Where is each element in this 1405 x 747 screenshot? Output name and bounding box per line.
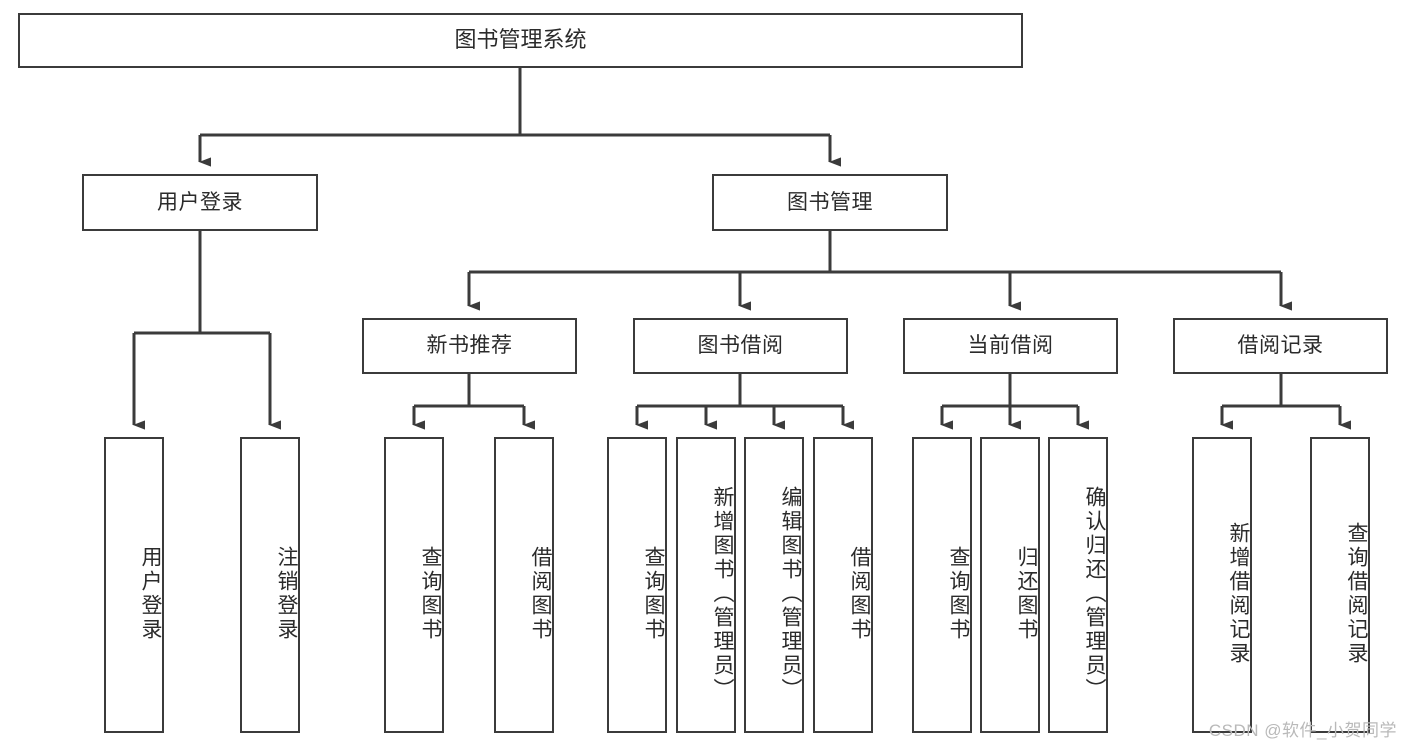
node-root-system[interactable]: 图书管理系统 [18, 13, 1023, 68]
node-label: 用户登录 [157, 190, 243, 214]
node-label: 编辑图书（管理员） [779, 486, 802, 702]
node-label: 归还图书 [1015, 546, 1038, 642]
node-label: 图书管理系统 [454, 27, 587, 53]
leaf-borrow-borrow-book[interactable]: 借阅图书 [813, 437, 873, 733]
node-label: 借阅记录 [1237, 334, 1324, 358]
leaf-borrow-edit-book-admin[interactable]: 编辑图书（管理员） [744, 437, 804, 733]
node-label: 新增借阅记录 [1227, 522, 1250, 666]
node-label: 借阅图书 [848, 546, 871, 642]
node-label: 借阅图书 [529, 546, 552, 642]
leaf-current-return-book[interactable]: 归还图书 [980, 437, 1040, 733]
node-book-management[interactable]: 图书管理 [712, 174, 948, 231]
leaf-borrow-query-book[interactable]: 查询图书 [607, 437, 667, 733]
node-label: 查询图书 [419, 546, 442, 642]
leaf-user-login[interactable]: 用户登录 [104, 437, 164, 733]
leaf-current-query-book[interactable]: 查询图书 [912, 437, 972, 733]
node-label: 图书管理 [787, 190, 873, 214]
leaf-borrow-add-book-admin[interactable]: 新增图书（管理员） [676, 437, 736, 733]
node-borrow-records[interactable]: 借阅记录 [1173, 318, 1388, 374]
leaf-current-confirm-return-admin[interactable]: 确认归还（管理员） [1048, 437, 1108, 733]
node-label: 注销登录 [275, 546, 298, 642]
leaf-records-query-record[interactable]: 查询借阅记录 [1310, 437, 1370, 733]
node-label: 图书借阅 [697, 334, 784, 358]
node-label: 查询借阅记录 [1345, 522, 1368, 666]
node-label: 查询图书 [642, 546, 665, 642]
node-book-borrow[interactable]: 图书借阅 [633, 318, 848, 374]
leaf-recommend-query-book[interactable]: 查询图书 [384, 437, 444, 733]
node-label: 确认归还（管理员） [1083, 486, 1106, 702]
leaf-user-logout[interactable]: 注销登录 [240, 437, 300, 733]
node-label: 新增图书（管理员） [711, 486, 734, 702]
leaf-recommend-borrow-book[interactable]: 借阅图书 [494, 437, 554, 733]
leaf-records-add-record[interactable]: 新增借阅记录 [1192, 437, 1252, 733]
node-label: 用户登录 [139, 546, 162, 642]
node-label: 当前借阅 [967, 334, 1054, 358]
node-current-borrow[interactable]: 当前借阅 [903, 318, 1118, 374]
node-user-login[interactable]: 用户登录 [82, 174, 318, 231]
node-new-book-recommend[interactable]: 新书推荐 [362, 318, 577, 374]
node-label: 查询图书 [947, 546, 970, 642]
watermark: CSDN @软件_小贺同学 [1208, 721, 1397, 740]
node-label: 新书推荐 [426, 334, 513, 358]
